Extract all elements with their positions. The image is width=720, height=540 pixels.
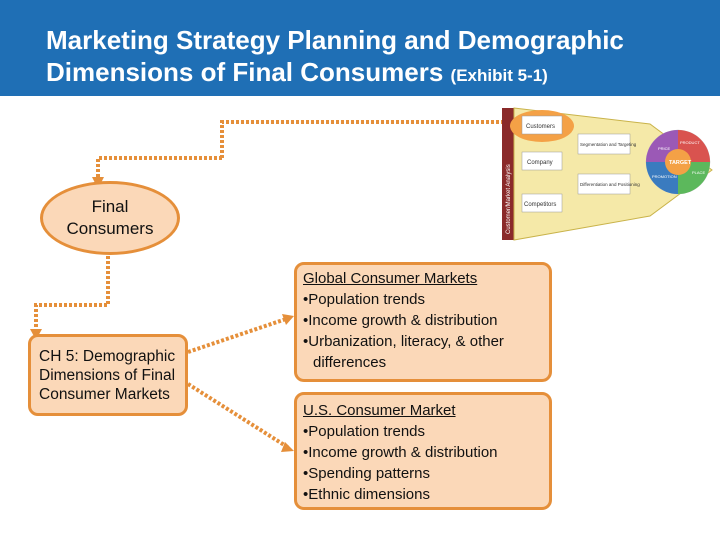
arrowhead-us xyxy=(281,442,294,452)
chapter-5-box: CH 5: Demographic Dimensions of Final Co… xyxy=(28,334,188,416)
title-line-2: Dimensions of Final Consumers (Exhibit 5… xyxy=(46,56,624,92)
title-line-2-main: Dimensions of Final Consumers xyxy=(46,57,444,87)
title-line-1: Marketing Strategy Planning and Demograp… xyxy=(46,25,624,55)
slide-title: Marketing Strategy Planning and Demograp… xyxy=(46,24,624,92)
exhibit-place-label: PLACE xyxy=(692,170,705,175)
exhibit-segmentation-box xyxy=(577,133,631,155)
exhibit-target-label: TARGET xyxy=(669,160,692,166)
exhibit-price-label: PRICE xyxy=(658,146,671,151)
exhibit-competitors-box xyxy=(521,193,563,213)
global-item-population: •Population trends xyxy=(303,291,426,308)
oval-line-1: Final xyxy=(91,197,129,216)
us-consumer-market-box: U.S. Consumer Market •Population trends … xyxy=(294,392,552,510)
ch5-line-1: CH 5: Demographic xyxy=(39,348,176,365)
us-item-income: •Income growth & distribution xyxy=(303,444,498,461)
global-item-urbanization: •Urbanization, literacy, & other xyxy=(303,333,504,350)
us-item-population: •Population trends xyxy=(303,423,426,440)
exhibit-customers-label: Customers xyxy=(526,124,555,130)
exhibit-side-bar xyxy=(502,108,514,240)
global-item-differences: differences xyxy=(313,354,387,371)
exhibit-customers-box xyxy=(521,115,563,135)
oval-line-2: Consumers xyxy=(66,219,154,238)
exhibit-differentiation-box xyxy=(577,173,631,195)
exhibit-differentiation-label: Differentiation and Positioning xyxy=(580,182,640,187)
global-item-income: •Income growth & distribution xyxy=(303,312,498,329)
exhibit-product-label: PRODUCT xyxy=(680,140,700,145)
title-banner: Marketing Strategy Planning and Demograp… xyxy=(0,0,720,96)
exhibit-side-label: Customer/Market Analysis xyxy=(506,164,512,234)
exhibit-reference: (Exhibit 5-1) xyxy=(450,66,548,85)
global-heading: Global Consumer Markets xyxy=(303,270,478,287)
global-consumer-markets-box: Global Consumer Markets •Population tren… xyxy=(294,262,552,382)
exhibit-company-label: Company xyxy=(527,160,553,166)
arrowhead-global xyxy=(282,314,294,325)
exhibit-5-1-thumbnail: Customer/Market Analysis Customers Compa… xyxy=(502,107,713,241)
us-item-ethnic: •Ethnic dimensions xyxy=(303,486,430,503)
connector-top xyxy=(220,120,505,158)
connector-left-to-oval xyxy=(96,156,222,181)
final-consumers-oval: Final Consumers xyxy=(40,181,180,255)
exhibit-target-center xyxy=(665,149,691,175)
us-item-spending: •Spending patterns xyxy=(303,465,431,482)
exhibit-promotion-label: PROMOTION xyxy=(652,174,677,179)
connector-to-us xyxy=(186,382,291,450)
ch5-line-2: Dimensions of Final xyxy=(39,367,176,384)
us-heading: U.S. Consumer Market xyxy=(303,402,456,419)
connector-to-global xyxy=(187,316,290,354)
ch5-line-3: Consumer Markets xyxy=(39,386,170,403)
exhibit-company-box xyxy=(521,151,563,171)
exhibit-segmentation-label: Segmentation and Targeting xyxy=(580,142,637,147)
exhibit-competitors-label: Competitors xyxy=(524,202,556,208)
connector-oval-to-ch5 xyxy=(34,256,110,334)
